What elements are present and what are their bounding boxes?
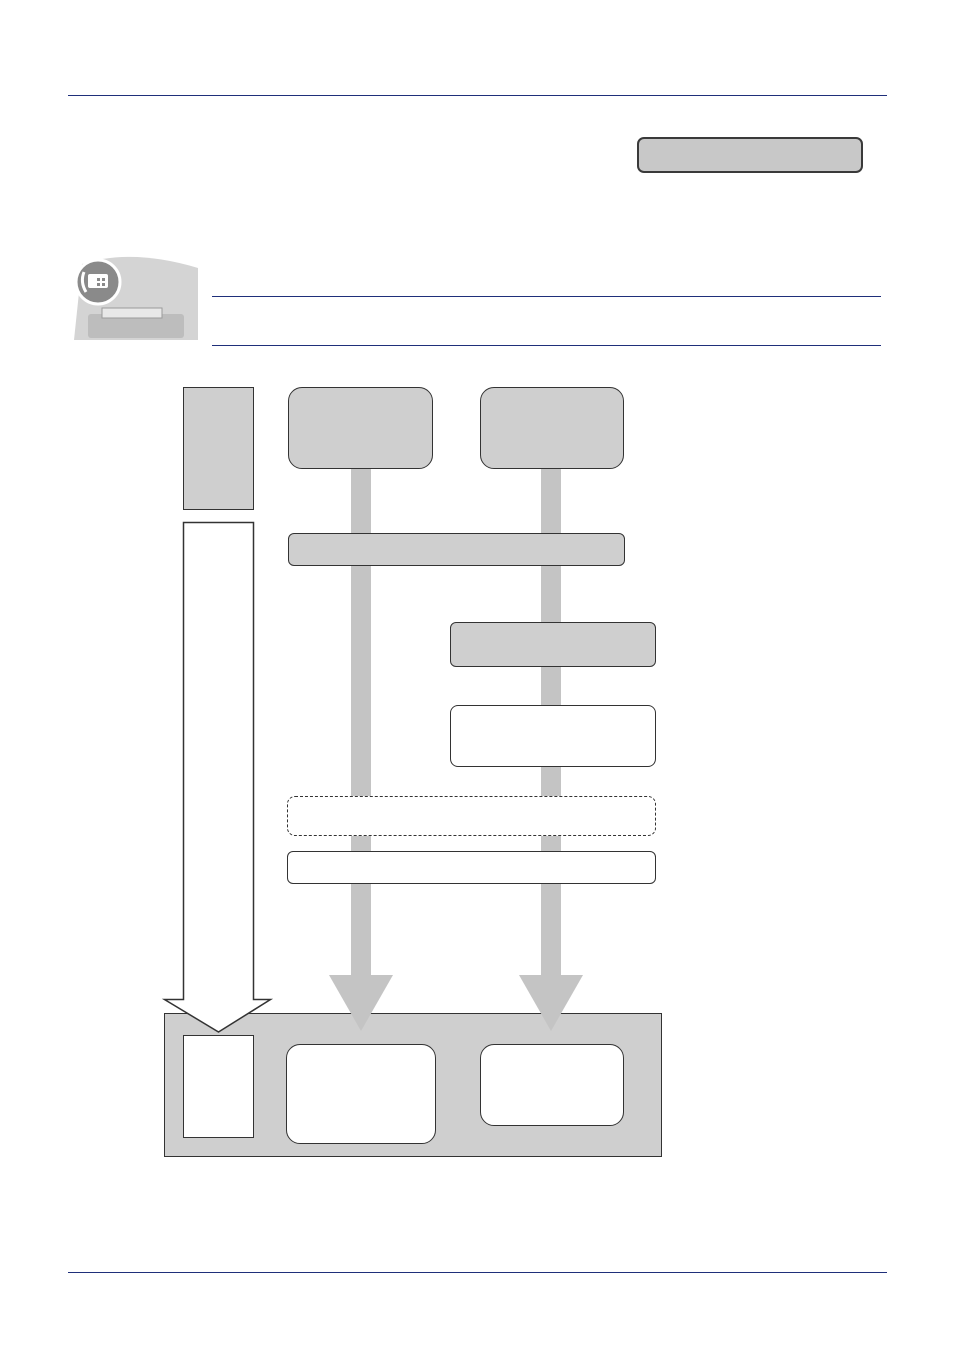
destination-box-a <box>286 1044 436 1144</box>
destination-a-label <box>287 1045 435 1143</box>
flow-stem-a <box>351 466 371 976</box>
bottom-left-box <box>183 1035 254 1138</box>
bottom-left-label <box>184 1036 253 1137</box>
section-title-rule-top <box>212 296 881 297</box>
shared-step-bar <box>288 533 625 566</box>
footer-rule <box>68 1272 887 1273</box>
right-step-bar <box>450 622 656 667</box>
destination-box-b <box>480 1044 624 1126</box>
side-top-label <box>184 388 253 509</box>
right-step-box <box>450 705 656 767</box>
right-gray-bar-label <box>451 623 655 666</box>
header-tag-label <box>639 139 861 171</box>
optional-dashed-label <box>288 797 655 835</box>
optional-step-bar <box>287 796 656 836</box>
fax-machine-icon <box>72 254 198 340</box>
source-box-a <box>288 387 433 469</box>
source-box-b <box>480 387 624 469</box>
right-white-box-label <box>451 706 655 766</box>
white-bar-label <box>288 852 655 883</box>
shared-bar-label <box>289 534 624 565</box>
final-step-bar <box>287 851 656 884</box>
source-a-label <box>289 388 432 468</box>
side-top-box <box>183 387 254 510</box>
source-b-label <box>481 388 623 468</box>
destination-b-label <box>481 1045 623 1125</box>
header-tag <box>637 137 863 173</box>
section-title-rule-bottom <box>212 345 881 346</box>
left-hollow-arrow <box>161 521 274 1033</box>
header-rule <box>68 95 887 96</box>
